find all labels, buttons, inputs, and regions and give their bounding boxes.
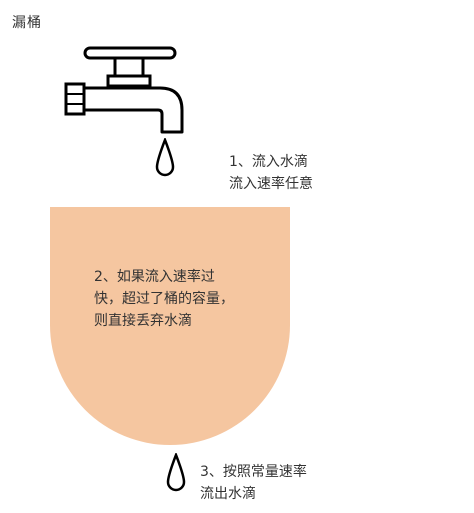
water-drop-icon bbox=[155, 138, 175, 177]
water-drop-icon bbox=[166, 453, 186, 492]
inflow-note-line1: 1、流入水滴 bbox=[229, 154, 308, 170]
bucket bbox=[50, 207, 290, 445]
inflow-note: 1、流入水滴 流入速率任意 bbox=[229, 151, 449, 195]
outflow-note-line2: 流出水滴 bbox=[200, 486, 256, 502]
overflow-note-line2: 快，超过了桶的容量， bbox=[94, 291, 234, 307]
overflow-note: 2、如果流入速率过 快，超过了桶的容量， 则直接丢弃水滴 bbox=[94, 266, 254, 332]
faucet-icon bbox=[64, 46, 184, 134]
outflow-note: 3、按照常量速率 流出水滴 bbox=[200, 461, 420, 505]
outflow-note-line1: 3、按照常量速率 bbox=[200, 464, 307, 480]
overflow-note-line1: 2、如果流入速率过 bbox=[94, 269, 215, 285]
overflow-note-line3: 则直接丢弃水滴 bbox=[94, 313, 192, 329]
diagram-title: 漏桶 bbox=[12, 15, 42, 31]
inflow-note-line2: 流入速率任意 bbox=[229, 176, 313, 192]
